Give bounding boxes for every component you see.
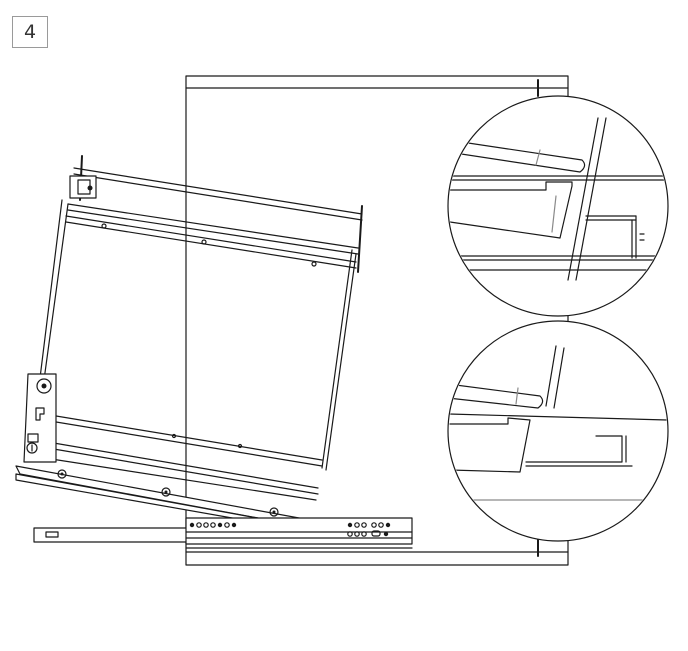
detail-view-bottom [447,320,669,542]
step-number: 4 [23,21,37,43]
cabinet-side-panel [185,75,569,566]
detail-view-top [447,95,669,317]
tilted-basket-frame [23,155,363,501]
pull-out-runner [33,517,413,549]
step-number-box: 4 [12,16,48,48]
